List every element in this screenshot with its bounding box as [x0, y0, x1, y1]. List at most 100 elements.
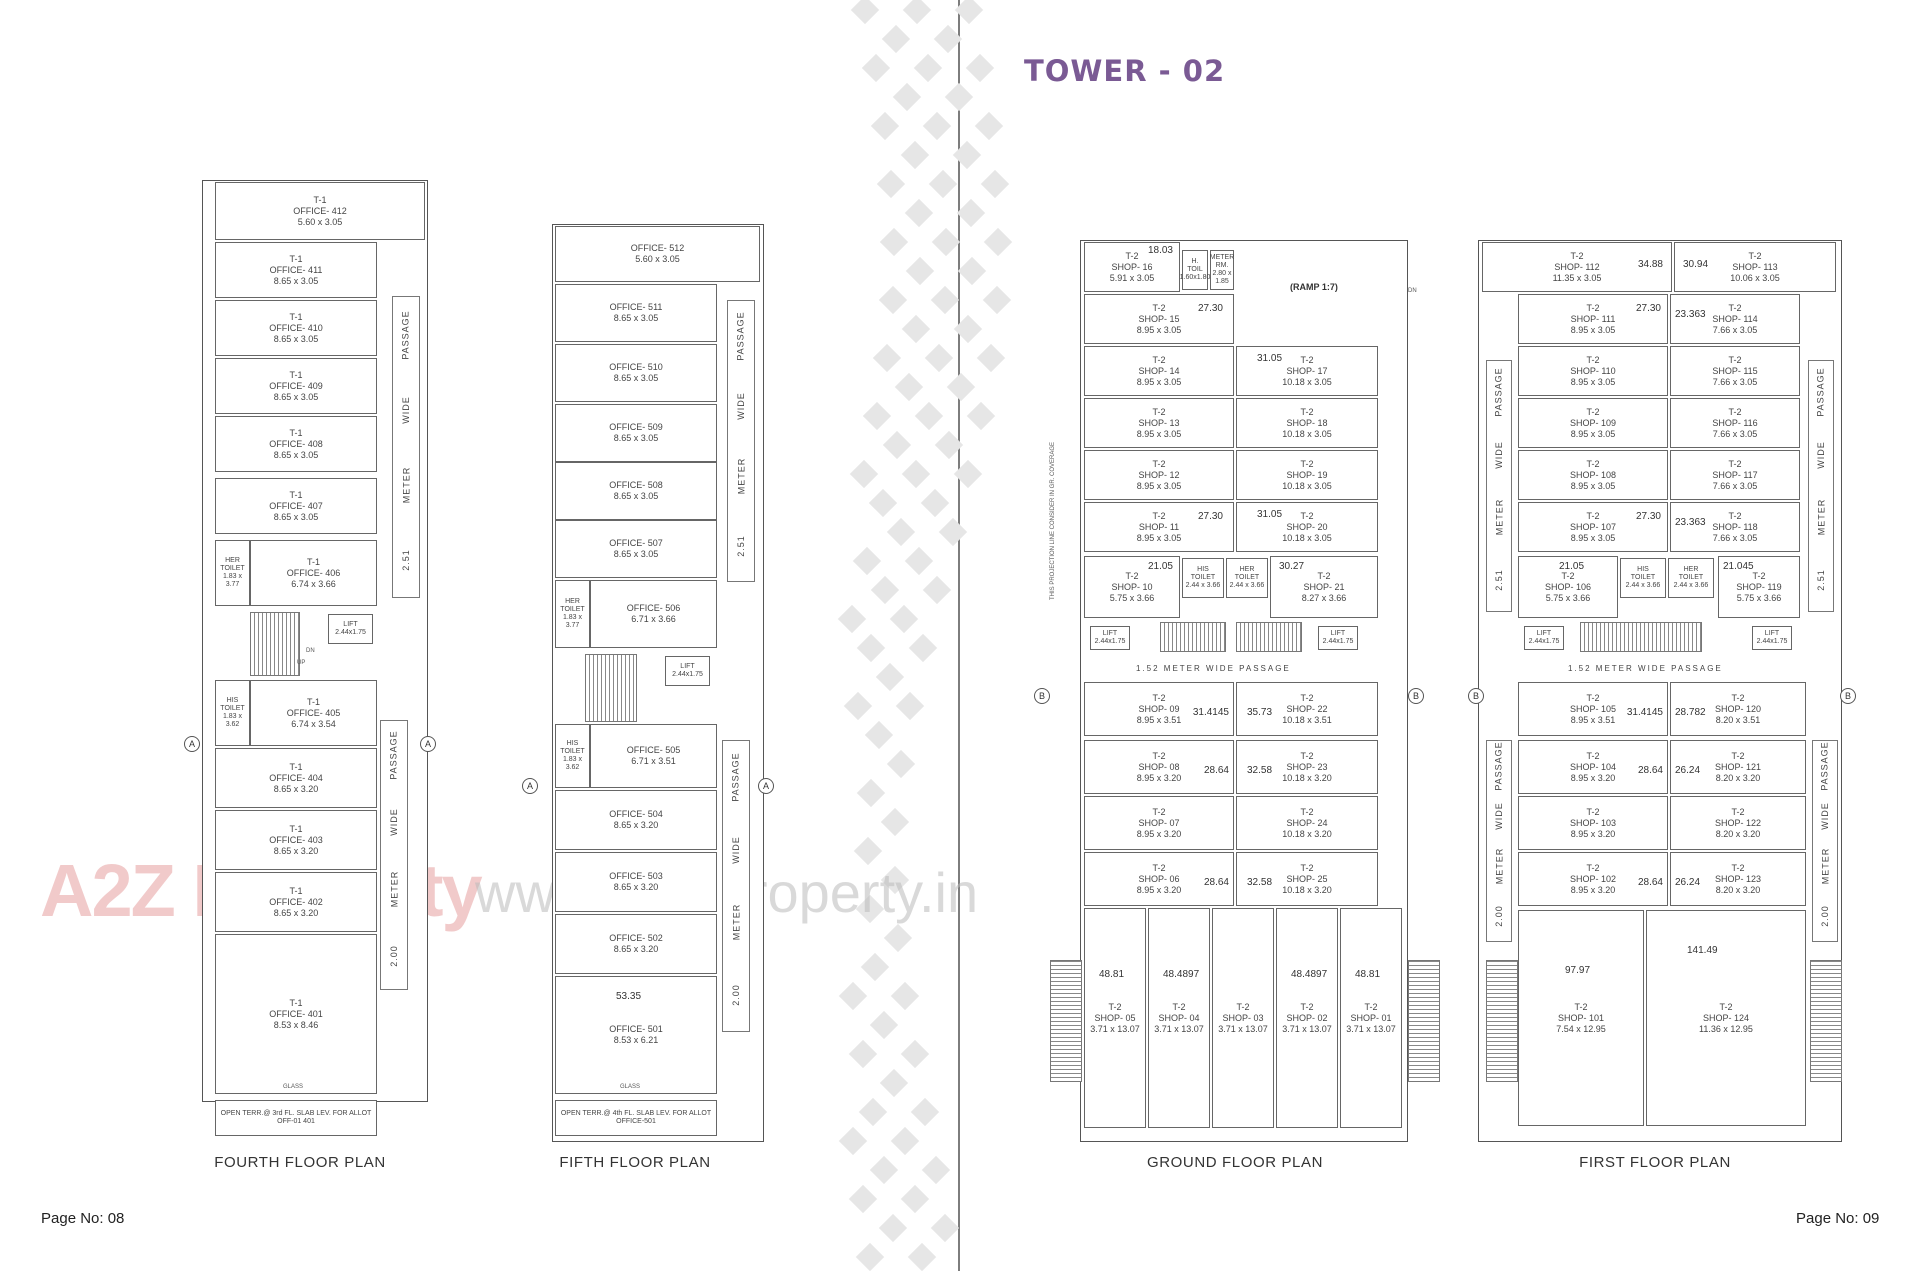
office-506-line: OFFICE- 506	[626, 603, 681, 613]
checker-cell	[883, 923, 913, 953]
office-411-line: 8.65 x 3.05	[273, 275, 319, 286]
checker-cell	[905, 546, 934, 576]
shop-8-line: SHOP- 08	[1138, 761, 1180, 772]
h-passage-g: 1.52 METER WIDE PASSAGE	[1136, 664, 1291, 673]
lift-f-right-line: LIFT	[1764, 630, 1780, 637]
shop-113-line: 10.06 x 3.05	[1730, 272, 1780, 283]
lift-f-left-line: LIFT	[1536, 630, 1552, 637]
shop-17-line: SHOP- 17	[1286, 365, 1328, 376]
office-507-line: OFFICE- 507	[609, 538, 663, 548]
checker-cell	[952, 140, 981, 170]
checker-cell	[859, 1097, 888, 1127]
checker-cell	[869, 1155, 899, 1185]
shop-24-line: SHOP- 24	[1286, 817, 1328, 828]
office-401-line: 8.53 x 8.46	[273, 1019, 319, 1030]
shop-117-line: 7.66 x 3.05	[1712, 480, 1758, 491]
shop-102-area: 28.64	[1637, 877, 1663, 888]
checker-cell	[932, 227, 961, 257]
office-502-line: OFFICE- 502	[609, 933, 663, 943]
shop-110-line: SHOP- 110	[1570, 365, 1616, 376]
shop-8-area: 28.64	[1203, 765, 1229, 776]
shop-114-line: SHOP- 114	[1712, 313, 1758, 324]
passage-4-upper-word: METER	[401, 466, 411, 503]
shop-04-line: SHOP- 04	[1158, 1012, 1200, 1023]
his-toilet-4-line: HIS	[226, 697, 239, 704]
shop-123-area: 26.24	[1675, 877, 1701, 888]
her-toilet-f-line: TOILET	[1678, 574, 1704, 581]
shop-124-line: SHOP- 124	[1702, 1012, 1750, 1023]
shop-103-line: 8.95 x 3.20	[1570, 828, 1616, 839]
shop-23-line: T-2	[1300, 750, 1314, 761]
stair-5	[585, 654, 637, 722]
her-toilet-g-line: TOILET	[1234, 574, 1260, 581]
checker-cell	[900, 140, 929, 170]
passage-f-left-lower-word: 2.00	[1494, 905, 1504, 927]
office-406-line: OFFICE- 406	[286, 567, 341, 578]
checker-cell	[870, 111, 900, 141]
open-terrace-4-line: OPEN TERR.@ 3rd FL. SLAB LEV. FOR ALLOT …	[220, 1110, 372, 1125]
shop-120-line: 8.20 x 3.51	[1715, 714, 1761, 725]
office-411-line: OFFICE- 411	[269, 264, 323, 275]
his-toilet-5-line: HIS	[566, 740, 579, 747]
up-4: UP	[297, 660, 306, 666]
his-toilet-4-line: 3.62	[225, 721, 240, 728]
section-a-4-right: A	[420, 736, 436, 752]
checker-cell	[900, 1184, 929, 1214]
checker-cell	[882, 24, 911, 54]
passage-4-upper-word: 2.51	[401, 548, 411, 571]
shop-123-line: SHOP- 123	[1714, 873, 1762, 884]
office-501-area: 53.35	[616, 991, 642, 1002]
office-407-line: T-1	[289, 489, 303, 500]
checker-cell	[976, 343, 1006, 373]
passage-f-left-lower-word: METER	[1494, 847, 1504, 885]
shop-05-area: 48.81	[1099, 969, 1125, 980]
office-412-line: 5.60 x 3.05	[297, 216, 343, 227]
checker-cell	[849, 459, 879, 489]
passage-4-lower-word: PASSAGE	[389, 729, 400, 780]
shop-119-line: T-2	[1752, 570, 1766, 581]
checker-cell	[880, 227, 909, 257]
checker-cell	[890, 981, 920, 1011]
passage-4-lower-word: METER	[389, 870, 399, 907]
ground-floor-title: GROUND FLOOR PLAN	[1146, 1154, 1324, 1171]
shop-121-area: 26.24	[1675, 765, 1701, 776]
lift-g-right-line: 2.44x1.75	[1322, 638, 1354, 645]
stair-g-bottom-right	[1408, 960, 1440, 1082]
shop-05-line: T-2	[1108, 1001, 1122, 1012]
shop-6-area: 28.64	[1203, 877, 1229, 888]
shop-120-area: 28.782	[1675, 707, 1706, 718]
shop-105-line: SHOP- 105	[1569, 703, 1617, 714]
section-b-g-right: B	[1408, 688, 1424, 704]
office-410-line: 8.65 x 3.05	[273, 333, 319, 344]
office-508-line: OFFICE- 508	[609, 480, 663, 490]
shop-03-line: 3.71 x 13.07	[1218, 1023, 1268, 1034]
office-401-line: OFFICE- 401	[269, 1008, 323, 1019]
office-409-line: OFFICE- 409	[269, 380, 323, 391]
shop-7-line: T-2	[1152, 806, 1166, 817]
office-403-line: OFFICE- 403	[269, 834, 323, 845]
checker-cell	[957, 198, 986, 228]
shop-6-line: 8.95 x 3.20	[1136, 884, 1182, 895]
shop-25-line: T-2	[1300, 862, 1314, 873]
shop-107-area: 27.30	[1635, 511, 1661, 522]
stair-f	[1580, 622, 1702, 652]
his-toilet-5-line: 1.83 x	[562, 756, 583, 763]
her-toilet-5-line: 3.77	[565, 622, 580, 629]
checker-cell	[875, 662, 905, 692]
